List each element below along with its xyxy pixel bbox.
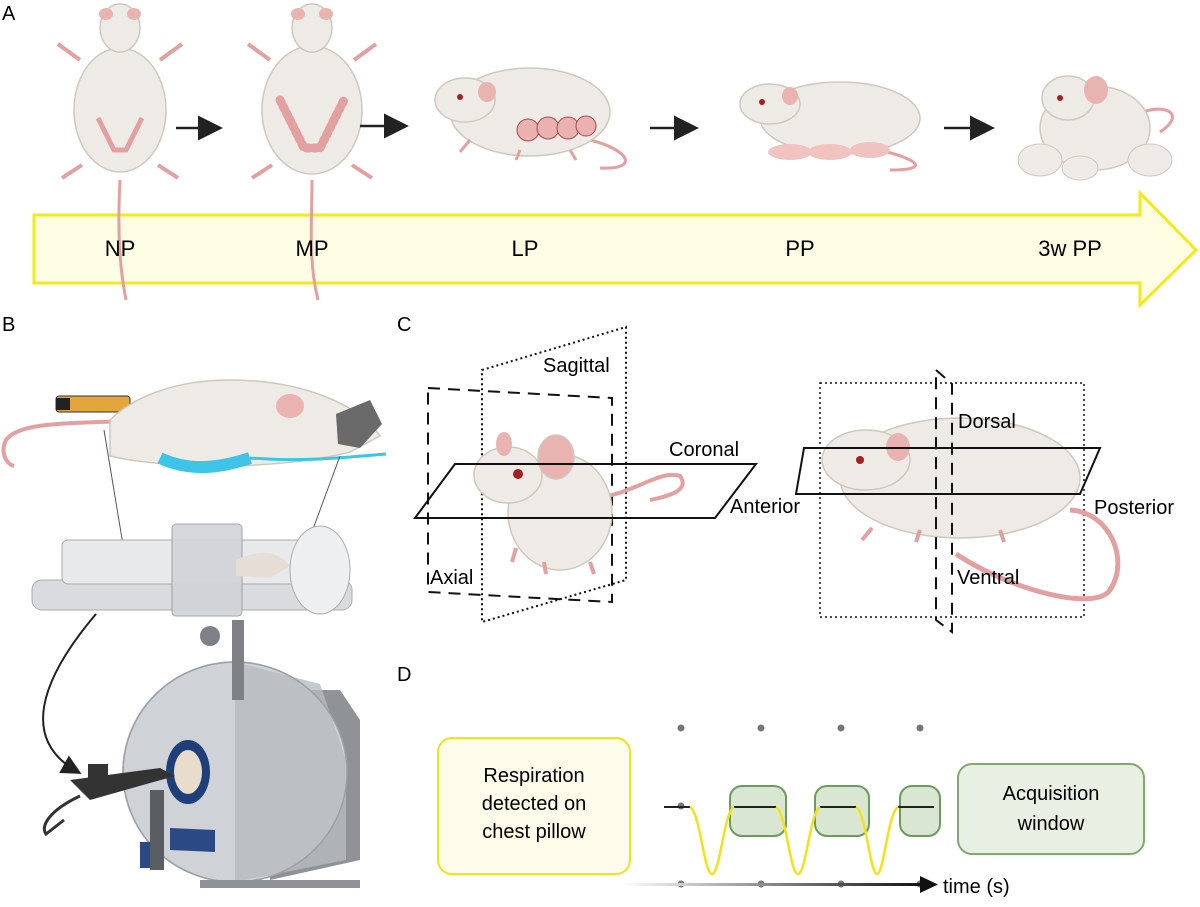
respiration-text-line-3: chest pillow xyxy=(482,821,586,843)
panel-label-b: B xyxy=(2,314,15,336)
stage-label-lp: LP xyxy=(512,236,539,261)
posterior-label: Posterior xyxy=(1094,497,1174,519)
acquisition-text-line-1: Acquisition xyxy=(1003,783,1100,805)
stage-arrows xyxy=(176,113,995,141)
time-axis-arrowhead xyxy=(920,876,938,893)
animal-cradle-illustration xyxy=(31,523,353,617)
pp-mouse-illustration xyxy=(739,81,921,172)
panel-label-a: A xyxy=(2,3,16,25)
grid-dots xyxy=(677,724,924,888)
acquisition-window-3 xyxy=(899,785,941,837)
time-axis xyxy=(622,883,922,886)
anterior-label: Anterior xyxy=(730,496,800,518)
stage-label-pp: PP xyxy=(785,236,814,261)
anesthetized-mouse-illustration xyxy=(1,379,387,473)
stage-label-3wpp: 3w PP xyxy=(1038,236,1102,261)
lp-mouse-illustration xyxy=(434,67,627,170)
mp-mouse-tail xyxy=(309,179,320,301)
dorsal-label: Dorsal xyxy=(958,411,1016,433)
stage-label-np: NP xyxy=(105,236,136,261)
timeline-arrow xyxy=(32,189,1199,309)
axial-plane-side xyxy=(935,367,953,634)
ventral-label: Ventral xyxy=(957,567,1019,589)
3wpp-mouse-illustration xyxy=(1017,75,1174,181)
mp-mouse-illustration xyxy=(246,3,378,180)
coronal-label: Coronal xyxy=(669,439,739,461)
mouse-front-view-illustration xyxy=(473,432,685,575)
stage-label-mp: MP xyxy=(296,236,329,261)
acquisition-windows xyxy=(729,785,941,837)
panel-label-c: C xyxy=(397,314,411,336)
sagittal-label: Sagittal xyxy=(543,355,610,377)
coronal-plane xyxy=(413,463,759,519)
respiration-box xyxy=(437,737,631,875)
mri-scanner-illustration xyxy=(43,620,360,888)
cradle-to-scanner-arrow xyxy=(42,613,97,774)
np-mouse-illustration xyxy=(56,3,184,180)
acquisition-window-2 xyxy=(814,785,870,837)
axial-plane xyxy=(427,386,613,604)
axial-label: Axial xyxy=(430,567,473,589)
acquisition-window-1 xyxy=(729,785,787,837)
panel-label-d: D xyxy=(397,664,411,686)
time-axis-label: time (s) xyxy=(943,876,1010,898)
acquisition-box xyxy=(957,763,1145,855)
np-mouse-tail xyxy=(117,179,128,301)
respiration-trace xyxy=(689,805,899,876)
coronal-plane-side xyxy=(794,447,1102,495)
respiration-text-line-1: Respiration xyxy=(483,765,584,787)
acquisition-text-line-2: window xyxy=(1017,813,1085,835)
respiration-text-line-2: detected on xyxy=(482,793,587,815)
sagittal-plane xyxy=(481,325,627,624)
